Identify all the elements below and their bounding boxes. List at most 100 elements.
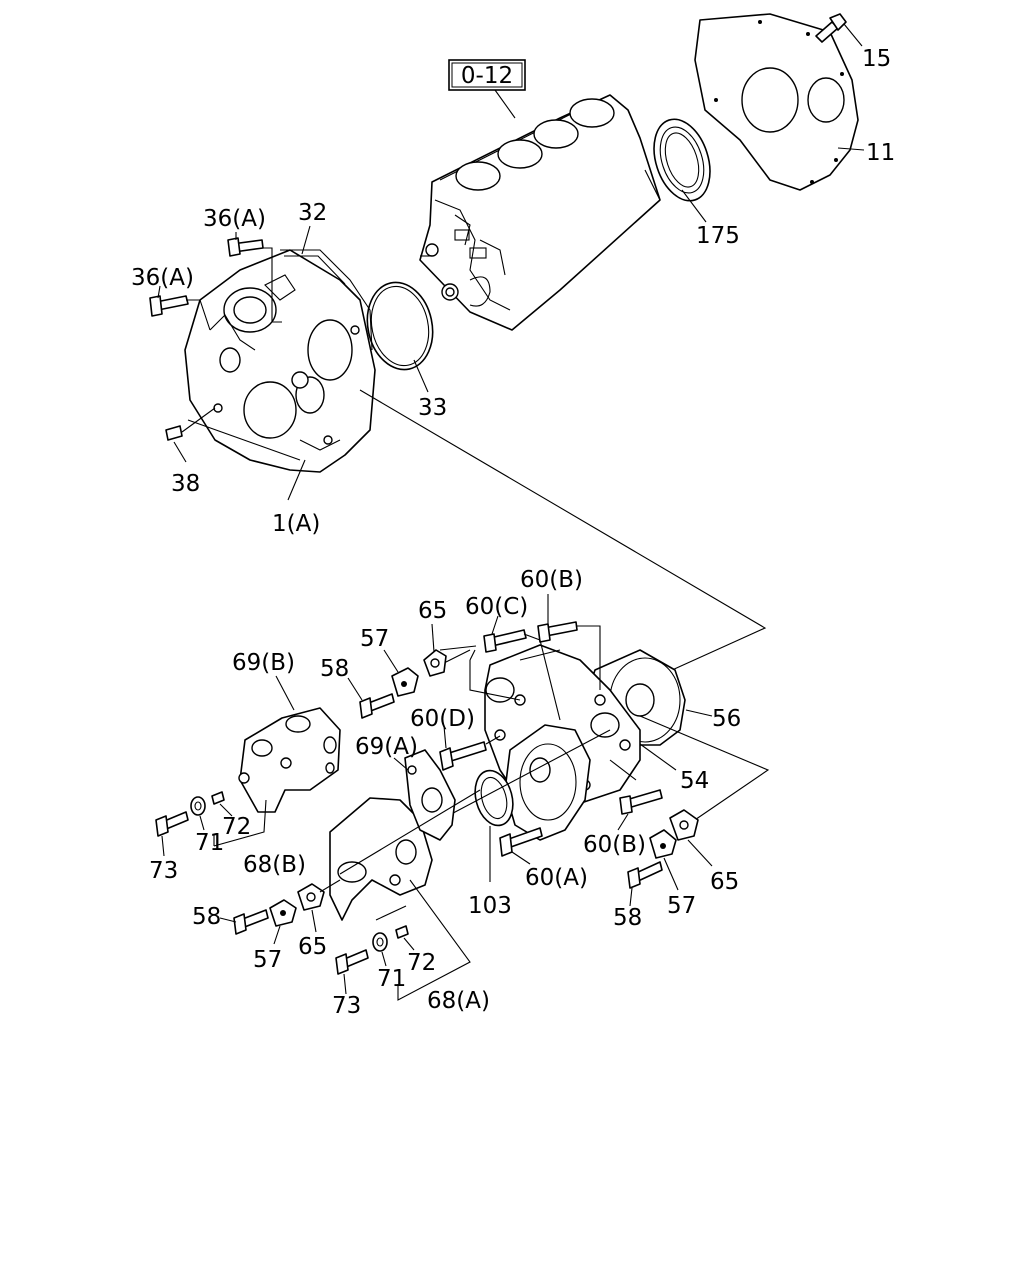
reference-box[interactable]: 0-12	[448, 59, 526, 91]
label-36a-upper[interactable]: 36(A)	[203, 206, 266, 232]
label-58-left[interactable]: 58	[192, 904, 221, 930]
leader-36a-left	[157, 285, 161, 299]
label-69b[interactable]: 69(B)	[232, 650, 295, 676]
label-38[interactable]: 38	[171, 471, 200, 497]
reference-leader	[494, 89, 516, 119]
label-60b-top[interactable]: 60(B)	[520, 567, 583, 593]
leader-71-lower	[381, 951, 387, 967]
label-73-upper[interactable]: 73	[149, 858, 178, 884]
label-68b[interactable]: 68(B)	[243, 852, 306, 878]
label-56[interactable]: 56	[712, 706, 741, 732]
leader-36a-upper-to-case	[262, 247, 282, 323]
leader-65-left-to-cover	[319, 879, 341, 893]
cover-69a	[329, 797, 433, 921]
leader-60b-lower	[617, 813, 629, 831]
leader-65-top	[431, 623, 435, 653]
label-33[interactable]: 33	[418, 395, 447, 421]
leader-69a	[393, 757, 409, 771]
label-58-right[interactable]: 58	[613, 905, 642, 931]
part-labels: 15 11 175 36(A) 32 36(A) 33 38 1(A) 60(B…	[131, 46, 895, 1019]
rear-plate-11	[694, 13, 859, 191]
washer-71-upper	[190, 796, 206, 816]
leader-60a	[511, 851, 531, 865]
alignment-line	[359, 389, 767, 681]
bolt-60b-lower	[619, 789, 663, 815]
bolt-60c	[483, 629, 527, 653]
gasket-32	[280, 249, 373, 351]
leader-72-upper	[219, 803, 233, 817]
label-60d[interactable]: 60(D)	[410, 706, 475, 732]
leader-58-left	[219, 917, 237, 923]
dowel-pin-38	[165, 425, 183, 441]
cover-57-left	[269, 899, 297, 927]
label-57-top[interactable]: 57	[360, 626, 389, 652]
leader-73-upper	[161, 835, 165, 857]
bolt-58-right	[627, 861, 663, 889]
gasket-65-right	[669, 809, 699, 841]
cover-57-top	[391, 667, 419, 697]
label-65-right[interactable]: 65	[710, 869, 739, 895]
reference-box-label: 0-12	[461, 63, 513, 89]
washer-71-lower	[372, 932, 388, 952]
leader-57-left	[273, 925, 281, 945]
label-11[interactable]: 11	[866, 140, 895, 166]
label-58-top[interactable]: 58	[320, 656, 349, 682]
leader-73-lower	[343, 973, 347, 995]
label-175[interactable]: 175	[696, 223, 740, 249]
bolt-60a	[499, 827, 543, 857]
label-15[interactable]: 15	[862, 46, 891, 72]
label-60c[interactable]: 60(C)	[465, 594, 528, 620]
leader-57-right	[663, 857, 679, 891]
bolt-58-top	[359, 693, 395, 719]
leader-69a-axis	[339, 789, 481, 875]
label-57-right[interactable]: 57	[667, 893, 696, 919]
gasket-65-top	[423, 649, 447, 677]
leader-60b-top-to-cover	[576, 625, 601, 690]
bolt-60d	[439, 741, 487, 771]
label-54[interactable]: 54	[680, 768, 709, 794]
label-60a[interactable]: 60(A)	[525, 865, 588, 891]
leader-33	[413, 359, 429, 393]
label-69a[interactable]: 69(A)	[355, 734, 418, 760]
leader-68a-to-cover	[375, 905, 407, 921]
leader-32	[301, 225, 311, 255]
bolt-73-upper	[155, 811, 189, 837]
label-71-lower[interactable]: 71	[377, 966, 406, 992]
leader-60b-lower-to-cover	[609, 759, 637, 781]
leader-36a-left-to-case	[186, 299, 211, 331]
plate-69a	[404, 749, 456, 841]
cover-69b	[238, 707, 341, 813]
leader-72-lower	[403, 937, 415, 951]
leader-1a	[287, 459, 306, 501]
label-73-lower[interactable]: 73	[332, 993, 361, 1019]
label-60b-lower[interactable]: 60(B)	[583, 832, 646, 858]
pin-72-upper	[211, 791, 225, 805]
label-65-left[interactable]: 65	[298, 934, 327, 960]
label-103[interactable]: 103	[468, 893, 512, 919]
label-32[interactable]: 32	[298, 200, 327, 226]
label-36a-left[interactable]: 36(A)	[131, 265, 194, 291]
label-72-upper[interactable]: 72	[222, 814, 251, 840]
leader-60d-to-cover	[485, 735, 501, 745]
leader-11	[837, 147, 865, 151]
label-72-lower[interactable]: 72	[407, 950, 436, 976]
leader-56	[685, 709, 713, 717]
label-65-top[interactable]: 65	[418, 598, 447, 624]
bolt-73-lower	[335, 949, 369, 975]
label-1a[interactable]: 1(A)	[272, 511, 320, 537]
leader-71-upper	[199, 815, 205, 831]
label-71-upper[interactable]: 71	[195, 830, 224, 856]
leader-65-top-bracket	[469, 649, 476, 661]
leader-60c-to-cover	[523, 633, 561, 721]
label-68a[interactable]: 68(A)	[427, 988, 490, 1014]
label-57-left[interactable]: 57	[253, 947, 282, 973]
gasket-65-left	[297, 883, 325, 911]
leader-58-top	[347, 677, 363, 701]
leader-54-group	[639, 715, 770, 827]
leader-60c	[491, 615, 499, 635]
leader-65-left	[311, 909, 317, 933]
leader-38	[173, 441, 187, 463]
leader-103-axis	[439, 729, 611, 821]
leader-38-to-case	[181, 407, 216, 433]
bolt-15	[815, 13, 847, 43]
